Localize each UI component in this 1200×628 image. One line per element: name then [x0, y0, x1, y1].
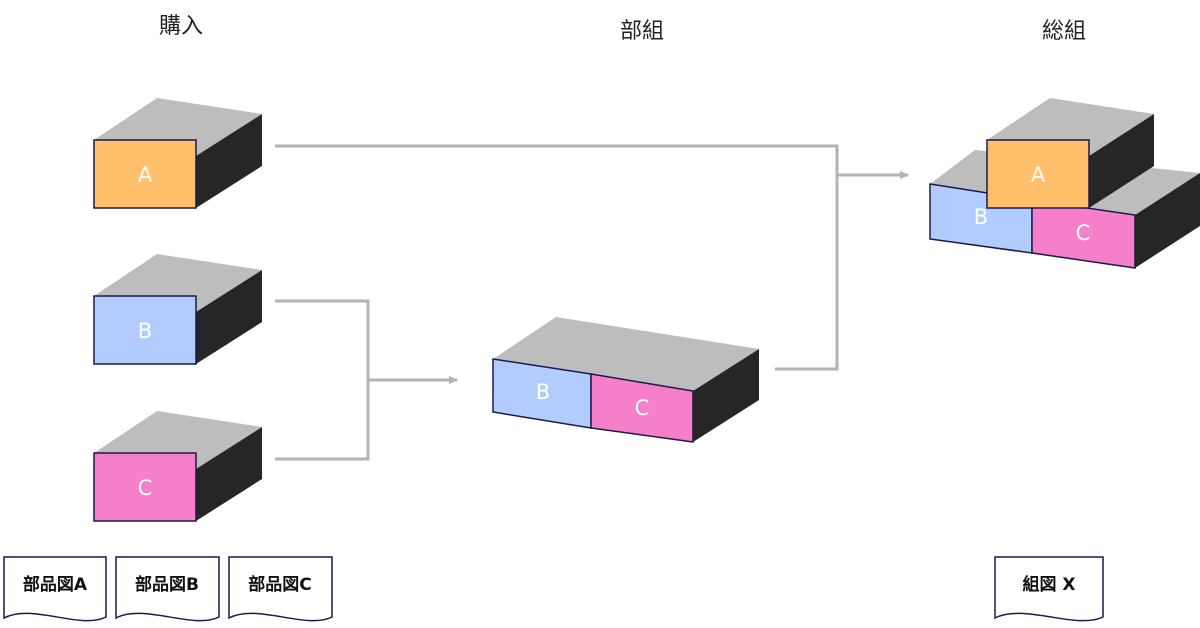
document-part-a: 部品図A [3, 556, 107, 622]
document-label-part-a: 部品図A [23, 574, 88, 595]
purchased-part-a-box: A [93, 98, 262, 209]
final-label-b: B [974, 205, 988, 229]
document-assembly-x: 組図 X [994, 556, 1104, 622]
connector-lines [275, 144, 909, 461]
stage-title-purchase: 購入 [159, 14, 203, 39]
subassembly-label-c: C [635, 396, 650, 420]
part-label-b: B [138, 319, 152, 343]
final-label-a: A [1031, 163, 1046, 187]
stage-title-subassembly: 部組 [620, 19, 664, 44]
part-label-c: C [138, 476, 153, 500]
connector-a-to-final [275, 144, 839, 371]
stage-title-final-assembly: 総組 [1042, 19, 1086, 44]
subassembly-bc-box: B C [492, 317, 759, 443]
final-label-c: C [1076, 221, 1091, 245]
subassembly-label-b: B [536, 380, 550, 404]
document-label-assembly-x: 組図 X [1022, 574, 1075, 595]
purchased-part-c-box: C [93, 411, 262, 522]
document-part-b: 部品図B [115, 556, 220, 622]
part-label-a: A [138, 163, 153, 187]
purchased-part-b-box: B [93, 254, 262, 365]
final-assembly-box: A B C [929, 98, 1200, 269]
document-part-c: 部品図C [228, 556, 333, 622]
connector-b-c-to-subassembly [275, 299, 370, 461]
document-label-part-b: 部品図B [135, 574, 199, 595]
document-label-part-c: 部品図C [248, 574, 311, 595]
